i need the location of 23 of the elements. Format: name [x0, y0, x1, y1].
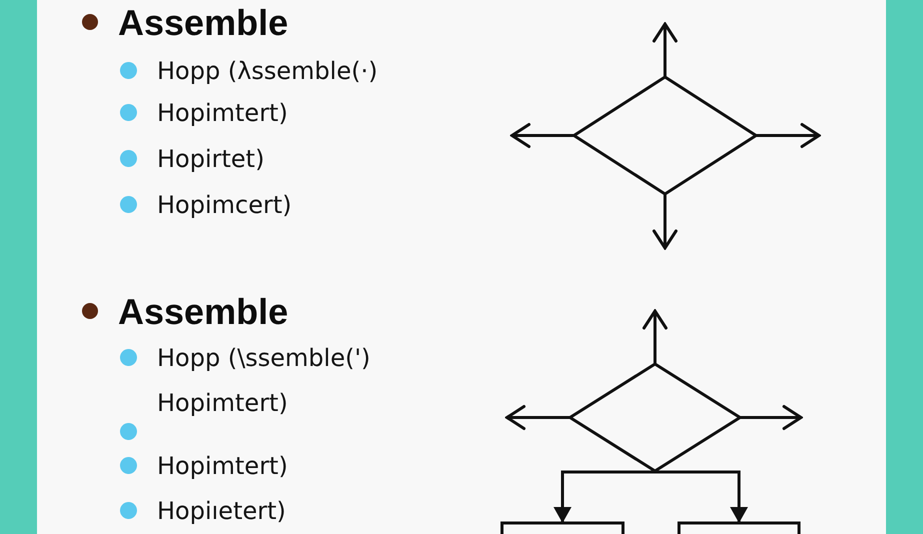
arrow: [652, 22, 678, 77]
decision-diamond: [568, 362, 742, 473]
arrow: [506, 405, 570, 430]
list-item-text: Hopimtert): [157, 452, 288, 480]
decision-diamond: [572, 75, 758, 196]
section-heading: Assemble: [118, 2, 288, 44]
list-item-text: Hopimtert): [157, 98, 288, 126]
process-box: [500, 521, 625, 534]
section-heading: Assemble: [118, 291, 288, 333]
arrow: [510, 123, 574, 148]
arrow: [554, 470, 656, 523]
list-item-text: Hopp (λssemble(·): [157, 56, 378, 84]
arrow: [740, 405, 802, 430]
arrow: [756, 123, 820, 148]
arrow: [652, 194, 678, 250]
list-item-text: Hopp (\ssemble('): [157, 344, 370, 372]
list-item-text: Hopiıetert): [157, 496, 286, 524]
process-box: [677, 521, 801, 534]
arrow: [642, 310, 668, 364]
arrow: [654, 470, 748, 523]
list-item-text: Hopimcert): [157, 190, 292, 218]
list-item-text: Hopimtert): [157, 388, 288, 416]
list-item-text: Hopirtet): [157, 144, 264, 172]
